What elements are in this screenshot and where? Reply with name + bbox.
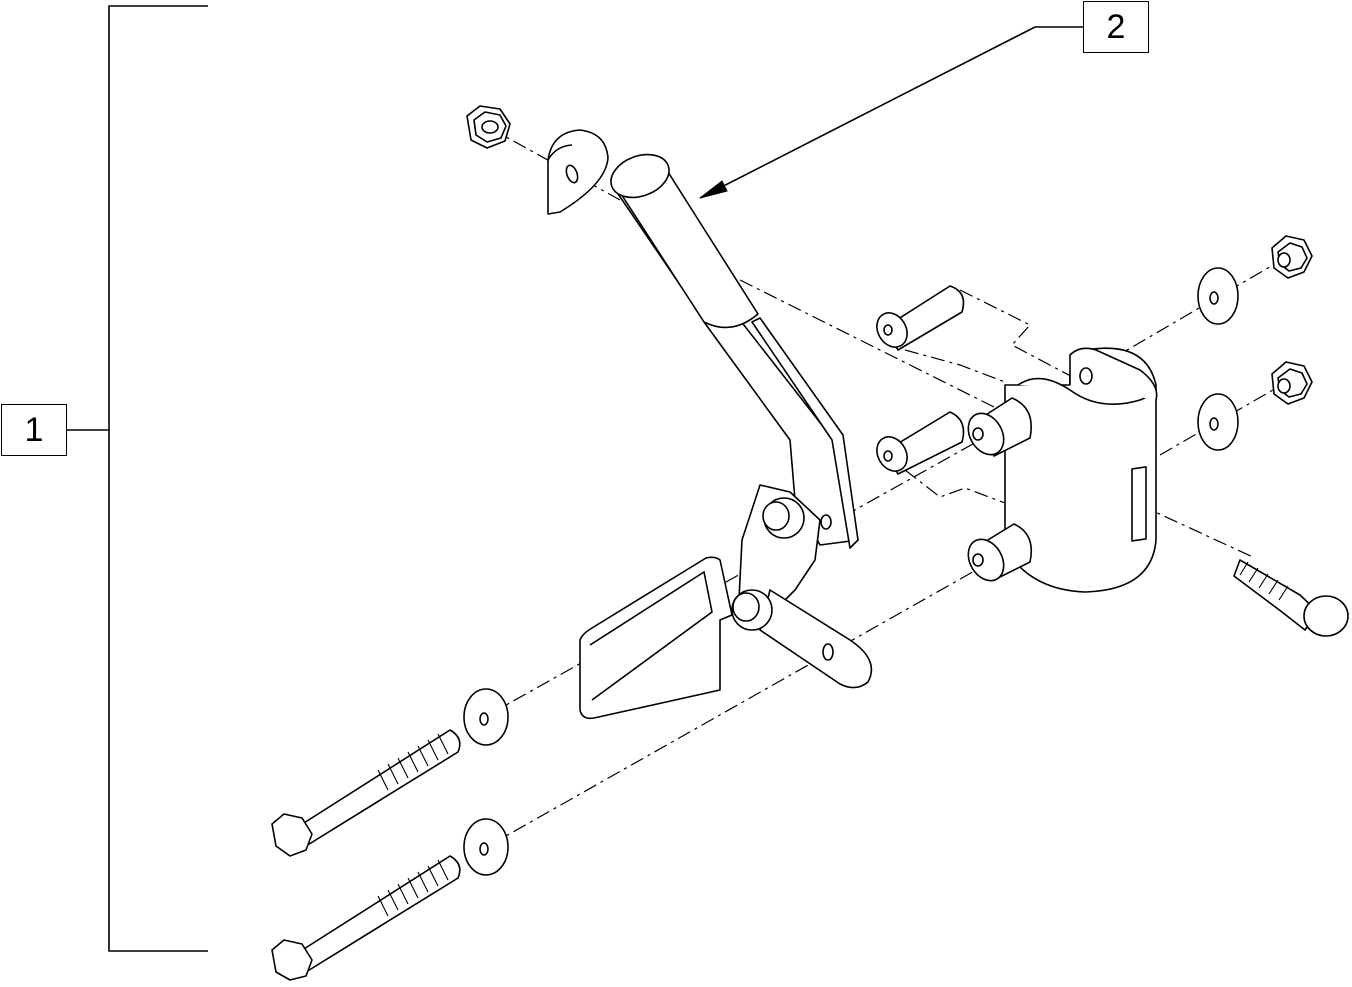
callout-2-leader — [699, 26, 1083, 199]
callout-2-label: 2 — [1083, 1, 1149, 53]
carriage-bolt — [1233, 559, 1349, 637]
hex-bolt-lower — [271, 855, 461, 981]
hex-nut-upper-right — [1271, 235, 1313, 279]
hex-bolt-upper — [271, 729, 461, 857]
callout-1-label: 1 — [1, 404, 67, 456]
spacer-lower-right — [967, 523, 1033, 582]
spacer-middle-left — [876, 411, 965, 475]
washer-upper-right — [1197, 267, 1239, 325]
assembly-bracket — [67, 5, 208, 952]
washer-upper-left — [463, 688, 509, 746]
washer-middle-right — [1197, 393, 1239, 451]
assembly-axis-lines — [489, 127, 1286, 846]
spacer-upper-left — [876, 285, 965, 351]
washer-lower-left — [463, 818, 509, 876]
hex-nut-middle-right — [1271, 361, 1313, 405]
hex-nut-top-left — [466, 105, 511, 149]
brake-shoe — [579, 484, 873, 720]
tube-clamp — [1004, 347, 1158, 593]
mounting-tab-top — [547, 129, 609, 215]
spacer-middle-right — [967, 397, 1032, 457]
brake-handle — [610, 153, 859, 549]
